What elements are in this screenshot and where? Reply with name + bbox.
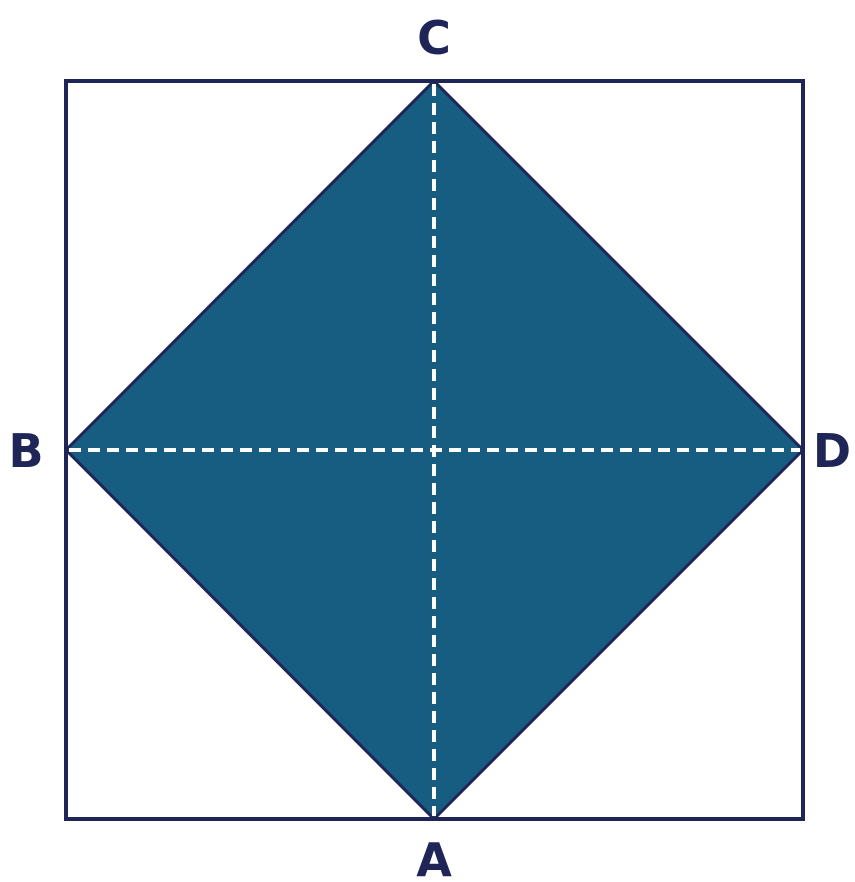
vertex-label-d: D	[813, 424, 851, 478]
vertex-label-a: A	[416, 833, 452, 882]
vertex-label-b: B	[8, 424, 43, 478]
vertex-label-c: C	[417, 11, 451, 65]
